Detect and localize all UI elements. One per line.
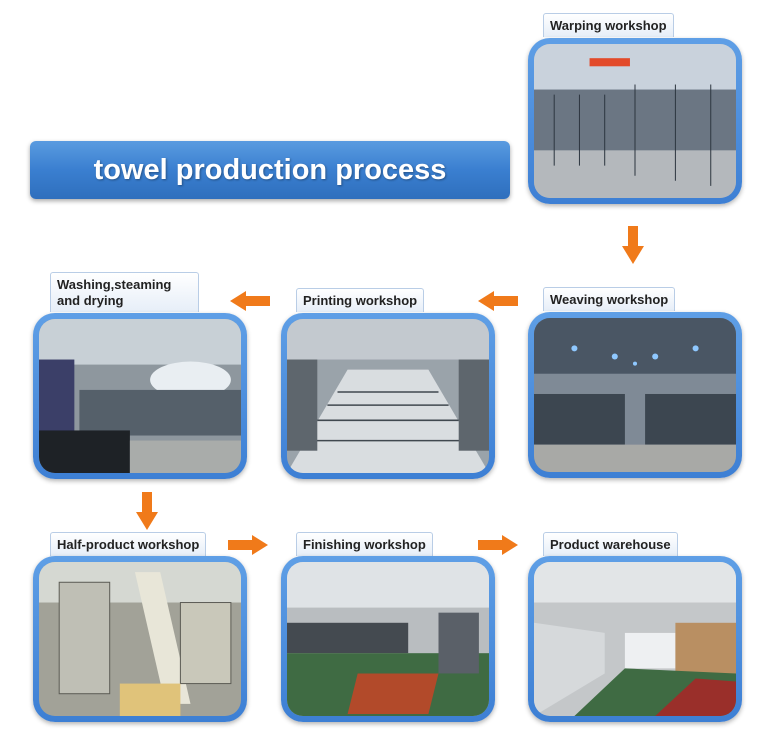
card-warehouse: [528, 556, 742, 722]
card-printing: [281, 313, 495, 479]
label-warping: Warping workshop: [543, 13, 674, 37]
title-banner: towel production process: [30, 141, 510, 199]
photo-printing: [287, 319, 489, 473]
arrow-right-2: [478, 535, 518, 555]
label-warehouse: Product warehouse: [543, 532, 678, 556]
arrow-down-2: [136, 492, 158, 530]
photo-warehouse: [534, 562, 736, 716]
photo-warping: [534, 44, 736, 198]
photo-washing: [39, 319, 241, 473]
arrow-right-1: [228, 535, 268, 555]
label-half-product: Half-product workshop: [50, 532, 207, 556]
diagram-title: towel production process: [93, 153, 447, 186]
card-weaving: [528, 312, 742, 478]
photo-finishing: [287, 562, 489, 716]
card-washing: [33, 313, 247, 479]
label-printing: Printing workshop: [296, 288, 425, 312]
label-finishing: Finishing workshop: [296, 532, 433, 556]
arrow-left-1: [478, 291, 518, 311]
label-washing: Washing,steaming and drying: [50, 272, 199, 312]
arrow-left-2: [230, 291, 270, 311]
card-finishing: [281, 556, 495, 722]
photo-half-product: [39, 562, 241, 716]
card-warping: [528, 38, 742, 204]
card-half-product: [33, 556, 247, 722]
photo-weaving: [534, 318, 736, 472]
arrow-down-1: [622, 226, 644, 264]
label-weaving: Weaving workshop: [543, 287, 676, 311]
